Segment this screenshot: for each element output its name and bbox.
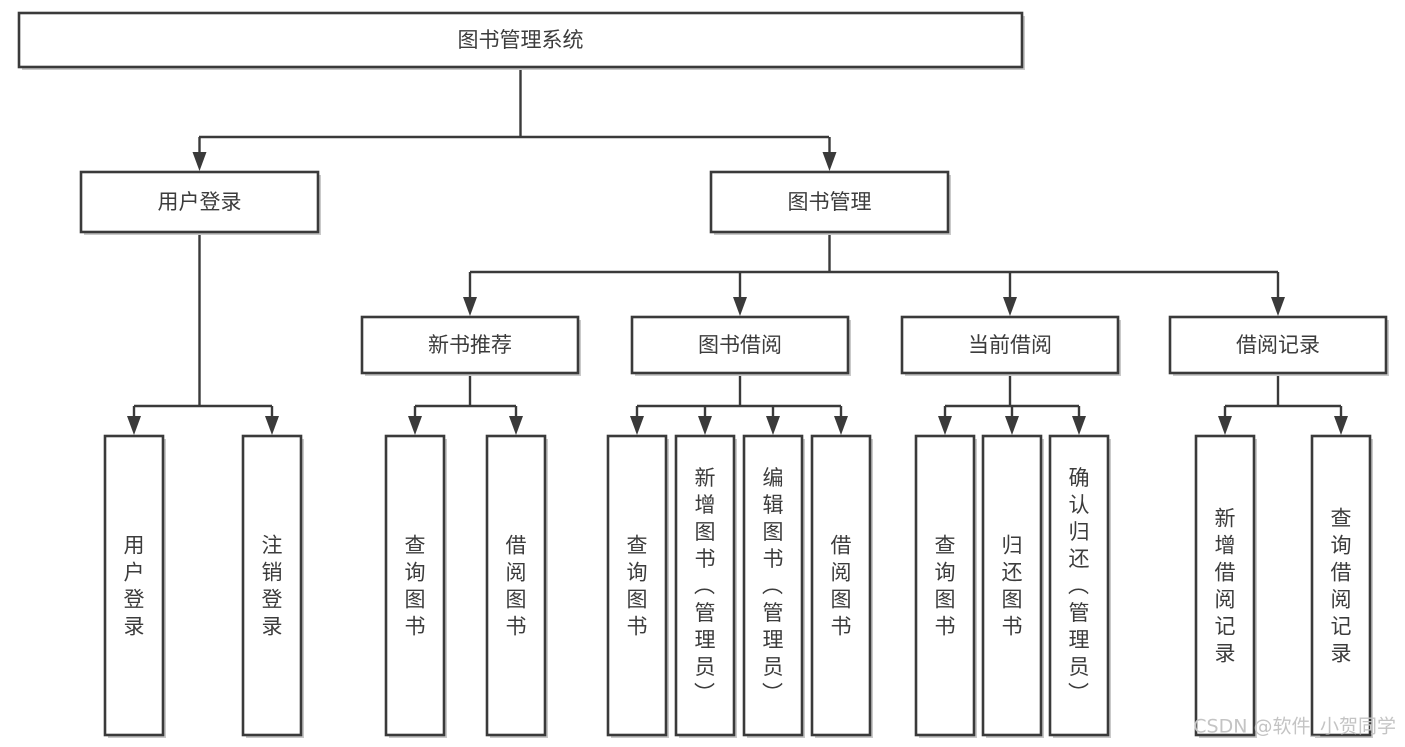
node-box[interactable]	[900, 315, 1120, 375]
arrow-head-icon	[733, 297, 747, 316]
node-user-login[interactable]: 用户登录	[79, 170, 321, 235]
node-label: 新增图书（管理员）	[694, 466, 716, 706]
arrow-head-icon	[127, 416, 141, 435]
node-box[interactable]	[1168, 315, 1388, 375]
node-box[interactable]	[914, 434, 976, 737]
node-box[interactable]	[485, 434, 547, 737]
arrow-head-icon	[1218, 416, 1232, 435]
node-box[interactable]	[742, 434, 804, 737]
arrow-head-icon	[822, 152, 837, 171]
arrow-head-icon	[408, 416, 422, 435]
node-label: 图书管理	[788, 190, 872, 214]
node-leaf-add-record[interactable]: 新增借阅记录	[1194, 434, 1257, 738]
csdn-watermark: CSDN @软件_小贺同学	[1193, 716, 1396, 738]
arrow-head-icon	[1005, 416, 1019, 435]
node-book-manage[interactable]: 图书管理	[709, 170, 951, 235]
arrow-head-icon	[766, 416, 780, 435]
arrow-head-icon	[509, 416, 523, 435]
node-new-book-recommend[interactable]: 新书推荐	[360, 315, 581, 376]
arrow-head-icon	[630, 416, 644, 435]
node-leaf-edit-book[interactable]: 编辑图书（管理员）	[742, 434, 805, 738]
arrow-head-icon	[1003, 297, 1017, 316]
arrow-head-icon	[1334, 416, 1348, 435]
node-leaf-query-record[interactable]: 查询借阅记录	[1310, 434, 1373, 738]
node-label: 确认归还（管理员）	[1068, 466, 1090, 706]
connector-group-book-manage	[463, 232, 1285, 316]
connector-group-new-book-recommend	[408, 373, 523, 435]
node-current-borrow[interactable]: 当前借阅	[900, 315, 1121, 376]
node-box[interactable]	[810, 434, 872, 737]
node-label: 用户登录	[124, 534, 145, 639]
node-box[interactable]	[241, 434, 303, 737]
connector-group-user-login	[127, 232, 279, 435]
arrow-head-icon	[1271, 297, 1285, 316]
node-leaf-confirm-return[interactable]: 确认归还（管理员）	[1048, 434, 1111, 738]
arrow-head-icon	[1072, 416, 1086, 435]
node-leaf-query-book-3[interactable]: 查询图书	[914, 434, 977, 738]
node-box[interactable]	[981, 434, 1043, 737]
node-label: 编辑图书（管理员）	[762, 466, 784, 706]
connector-group-current-borrow	[938, 373, 1086, 435]
node-label: 查询图书	[405, 534, 426, 639]
node-leaf-logout[interactable]: 注销登录	[241, 434, 304, 738]
connector-layer	[127, 67, 1348, 435]
node-root[interactable]: 图书管理系统	[17, 11, 1025, 70]
node-label: 注销登录	[262, 534, 283, 639]
connector-group-book-borrow	[630, 373, 848, 435]
node-label: 图书借阅	[698, 333, 782, 357]
node-label: 查询图书	[627, 534, 648, 639]
node-box[interactable]	[360, 315, 580, 375]
node-book-borrow[interactable]: 图书借阅	[630, 315, 851, 376]
node-box[interactable]	[1194, 434, 1256, 737]
node-leaf-query-book-1[interactable]: 查询图书	[384, 434, 447, 738]
node-box[interactable]	[606, 434, 668, 737]
node-label: 图书管理系统	[458, 28, 584, 52]
node-box[interactable]	[1310, 434, 1372, 737]
node-borrow-record[interactable]: 借阅记录	[1168, 315, 1389, 376]
node-label: 查询图书	[935, 534, 956, 639]
node-leaf-borrow-book-2[interactable]: 借阅图书	[810, 434, 873, 738]
node-box[interactable]	[709, 170, 950, 234]
node-box[interactable]	[674, 434, 736, 737]
arrow-head-icon	[463, 297, 477, 316]
node-leaf-add-book[interactable]: 新增图书（管理员）	[674, 434, 737, 738]
connector-group-borrow-record	[1218, 373, 1348, 435]
node-box[interactable]	[17, 11, 1024, 69]
arrow-head-icon	[698, 416, 712, 435]
connector-group-root	[192, 67, 837, 171]
node-label: 当前借阅	[968, 333, 1052, 357]
node-leaf-borrow-book-1[interactable]: 借阅图书	[485, 434, 548, 738]
arrow-head-icon	[834, 416, 848, 435]
node-box[interactable]	[79, 170, 320, 234]
arrow-head-icon	[265, 416, 279, 435]
node-label: 新书推荐	[428, 333, 512, 357]
node-label: 借阅记录	[1236, 333, 1320, 357]
node-label: 查询借阅记录	[1331, 507, 1352, 666]
arrow-head-icon	[938, 416, 952, 435]
node-label: 用户登录	[158, 190, 242, 214]
node-layer: 图书管理系统用户登录图书管理新书推荐图书借阅当前借阅借阅记录用户登录注销登录查询…	[17, 11, 1389, 738]
node-box[interactable]	[630, 315, 850, 375]
node-box[interactable]	[1048, 434, 1110, 737]
node-box[interactable]	[384, 434, 446, 737]
node-box[interactable]	[103, 434, 165, 737]
node-leaf-user-login[interactable]: 用户登录	[103, 434, 166, 738]
node-label: 借阅图书	[831, 534, 852, 639]
node-label: 新增借阅记录	[1215, 507, 1236, 666]
node-label: 归还图书	[1002, 534, 1023, 639]
arrow-head-icon	[192, 152, 207, 171]
node-label: 借阅图书	[506, 534, 527, 639]
node-leaf-query-book-2[interactable]: 查询图书	[606, 434, 669, 738]
node-leaf-return-book[interactable]: 归还图书	[981, 434, 1044, 738]
